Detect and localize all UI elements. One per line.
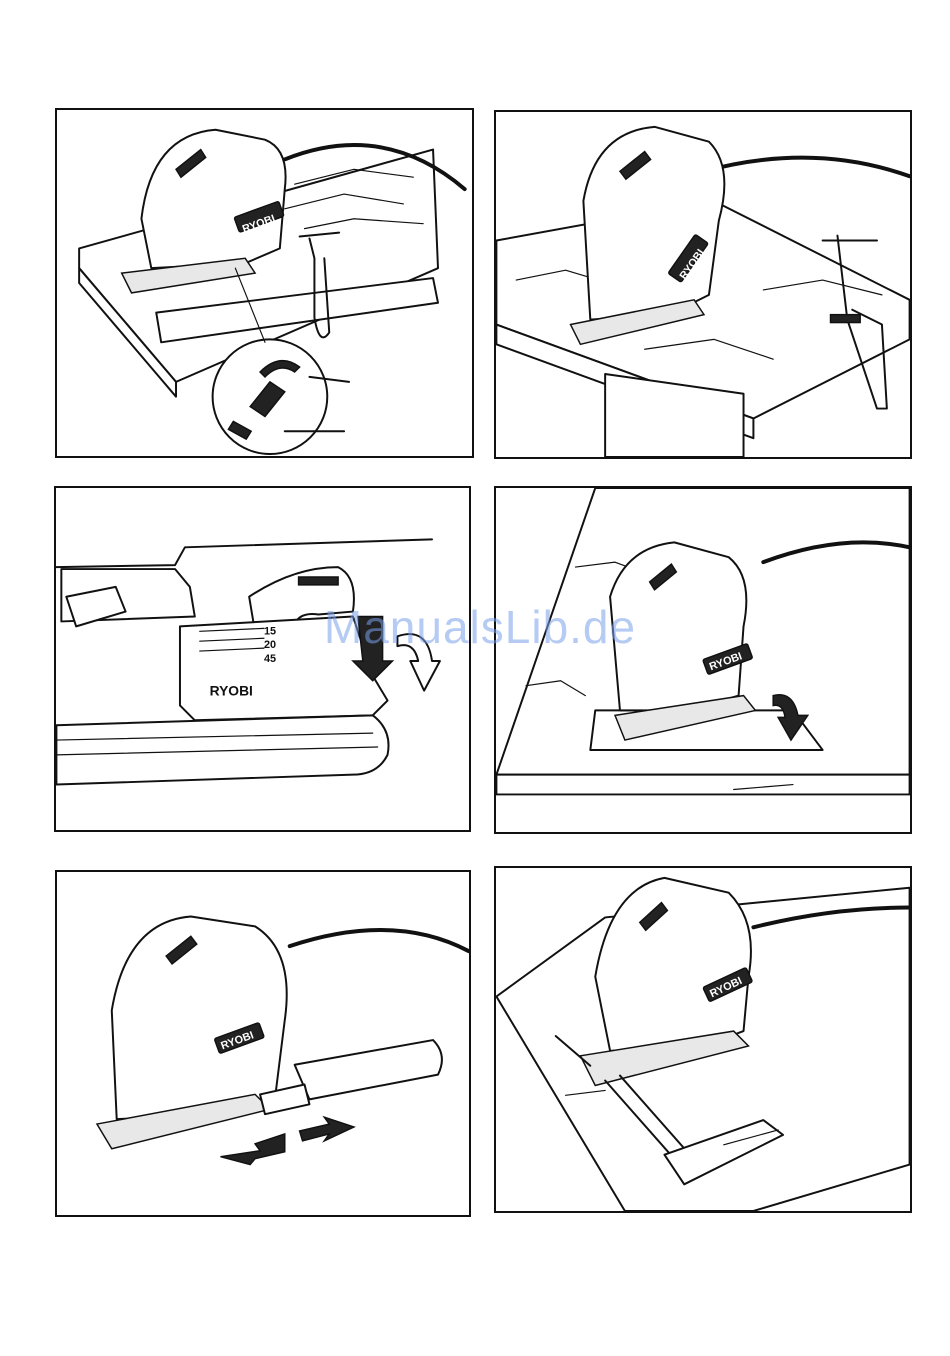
- figure-panel-5: RYOBI: [55, 870, 471, 1217]
- figure-panel-2: RYOBI: [494, 110, 912, 459]
- plunge-cut-illustration: RYOBI: [496, 488, 910, 832]
- figure-panel-3: RYOBI 15 20 45: [54, 486, 471, 832]
- bevel-value-20: 20: [264, 639, 276, 651]
- jigsaw-clamp-illustration: RYOBI: [57, 110, 472, 456]
- jigsaw-board-illustration: RYOBI: [496, 112, 910, 457]
- brand-label: RYOBI: [210, 683, 253, 699]
- figure-panel-4: RYOBI: [494, 486, 912, 834]
- figure-panel-1: RYOBI: [55, 108, 474, 458]
- bevel-scale-illustration: RYOBI 15 20 45: [56, 488, 469, 830]
- bevel-value-15: 15: [264, 625, 276, 637]
- bevel-value-45: 45: [264, 653, 276, 665]
- figure-panel-6: RYOBI: [494, 866, 912, 1213]
- parallel-guide-illustration: RYOBI: [496, 868, 910, 1211]
- dust-adapter-illustration: RYOBI: [57, 872, 469, 1215]
